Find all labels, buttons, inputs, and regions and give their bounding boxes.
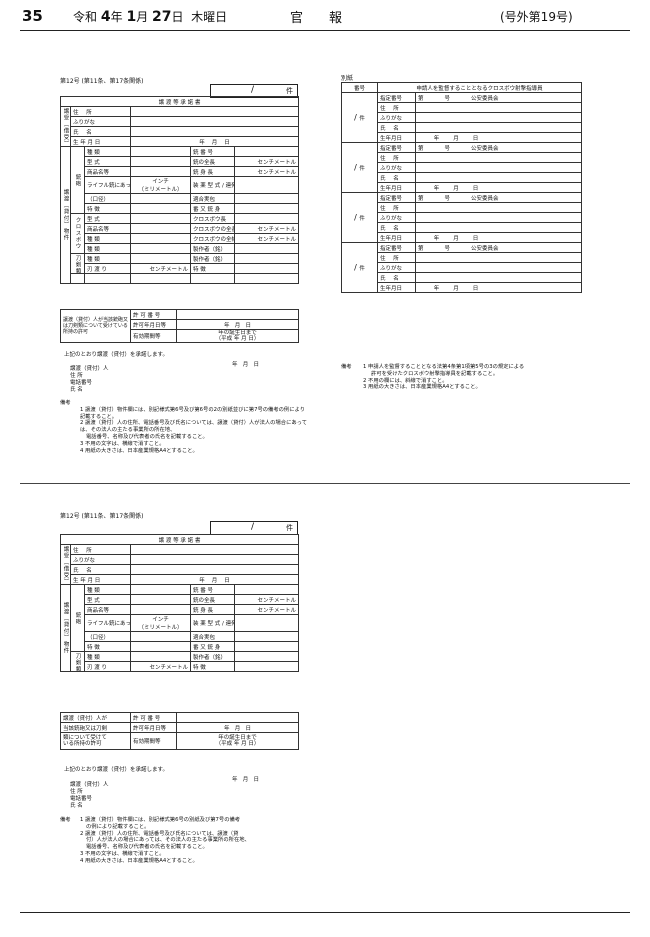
form-a-permit-table: 譲渡（貸付）人が当該銃砲又は刀剣類について受けている所持の許可 許 可 番 号 …	[60, 309, 299, 343]
form-b-notes: 備考 1 申請人を監督することとなる法第4条第1項第5号の3の規定による 許可を…	[341, 364, 525, 391]
form-a-notes: 備考 1 譲渡（貸付）物件欄には、別記様式第6号及び第6号の2の別紙並びに第7号…	[60, 400, 307, 454]
gazette-name: 官報	[290, 11, 369, 26]
form-b-table: 番号 申請人を監督することとなるクロスボウ射撃指導員 / 件 指定番号 第 号 …	[341, 82, 582, 293]
form-a-caption: 第12号 (第11条、第17条関係)	[60, 78, 144, 85]
form-c-consent: 上記のとおり譲渡（貸付）を承諾します。	[64, 767, 168, 773]
form-c-sign-date: 年 月 日	[232, 777, 260, 783]
form-a-title: 譲 渡 等 承 諾 書	[59, 96, 300, 107]
form-c-permit-table: 譲渡（貸付）人が 許 可 番 号 当該銃砲又は刀剣 許可年月日等 年 月 日 類…	[60, 712, 299, 750]
gazette-header: 35 令和 4年 1月 27日 木曜日 官報 (号外第19号)	[0, 0, 650, 34]
issue-date: 令和 4年 1月 27日 木曜日	[73, 9, 228, 25]
form-c-count: /件	[210, 521, 298, 535]
form-a-table: 譲 渡 等 承 諾 書 譲受（借受）人 住 所 ふりがな 氏 名 生 年 月 日…	[59, 96, 300, 284]
footer-rule	[20, 912, 630, 913]
header-rule	[20, 30, 630, 31]
form-c-signer: 譲渡（貸付）人 住 所 電話番号 氏 名	[70, 782, 109, 809]
form-c-table: 譲 渡 等 承 諾 書 譲受（借受）人 住 所 ふりがな 氏 名 生 年 月 日…	[59, 534, 300, 672]
form-a-side-item: 譲渡（貸付）物件	[60, 146, 71, 284]
page-number: 35	[22, 7, 43, 25]
form-b-caption: 別紙	[341, 75, 354, 82]
form-a-consent: 上記のとおり譲渡（貸付）を承諾します。	[64, 352, 168, 358]
form-a-sign-date: 年 月 日	[232, 362, 260, 368]
form-a-side-buyer: 譲受（借受）人	[60, 106, 71, 147]
form-a-signer: 譲渡（貸付）人 住 所 電話番号 氏 名	[70, 366, 109, 393]
form-c-title: 譲 渡 等 承 諾 書	[59, 534, 300, 545]
form-c-notes: 備考 1 譲渡（貸付）物件欄には、別記様式第6号の別紙及び第7号の備考 の例によ…	[60, 817, 250, 864]
issue-number: (号外第19号)	[500, 10, 573, 24]
section-divider	[20, 483, 630, 484]
form-c-caption: 第12号 (第11条、第17条関係)	[60, 513, 144, 520]
